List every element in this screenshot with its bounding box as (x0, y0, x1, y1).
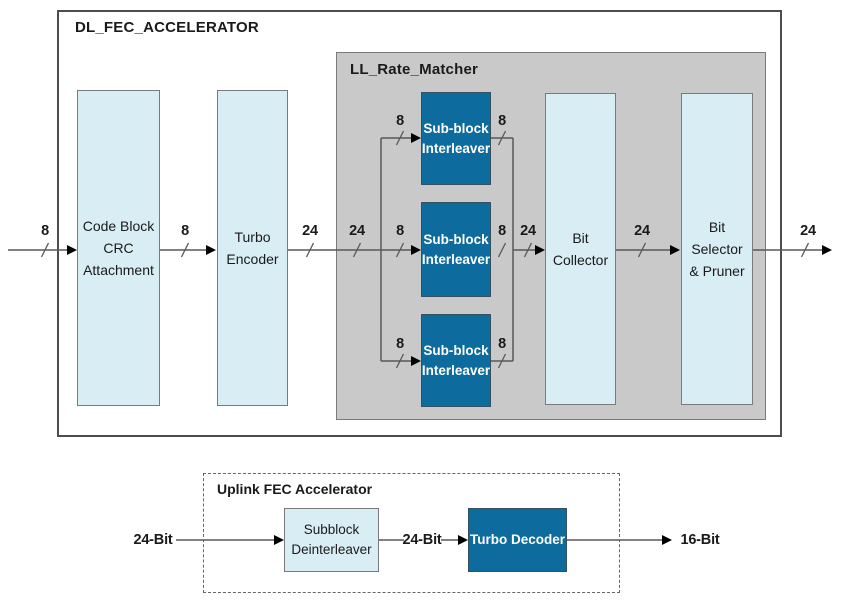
bus-width-label-top-branch-out: 8 (498, 112, 506, 129)
ll-rate-matcher-title: LL_Rate_Matcher (350, 61, 479, 78)
bus-width-label-collector-to-selector: 24 (634, 222, 650, 239)
bus-width-label-bottom-branch-out: 8 (498, 335, 506, 352)
arrowhead (662, 535, 672, 545)
dl-fec-accelerator-title: DL_FEC_ACCELERATOR (75, 19, 259, 36)
bus-width-label-mid-branch-out: 8 (498, 222, 506, 239)
bus-width-label-turbo-out: 24 (302, 222, 318, 239)
bus-width-label-crc-to-turbo: 8 (181, 222, 189, 239)
uplink-fec-accelerator-title: Uplink FEC Accelerator (217, 481, 373, 497)
block-turbo-encoder: Turbo Encoder (217, 90, 288, 406)
bus-width-slash (40, 242, 50, 258)
block-sub-block-interleaver-1: Sub-block Interleaver (421, 92, 491, 185)
bus-width-label-uplink-output: 16-Bit (680, 531, 720, 548)
bus-width-label-uplink-input: 24-Bit (133, 531, 173, 548)
bus-width-label-mid-branch-in: 8 (396, 222, 404, 239)
block-bit-collector: Bit Collector (545, 93, 616, 405)
block-sub-block-interleaver-2: Sub-block Interleaver (421, 202, 491, 297)
block-sub-block-interleaver-3: Sub-block Interleaver (421, 314, 491, 407)
block-subblock-deinterleaver: Subblock Deinterleaver (284, 508, 379, 572)
block-bit-selector-pruner: Bit Selector & Pruner (681, 93, 753, 405)
bus-width-label-output: 24 (800, 222, 816, 239)
bus-width-label-bottom-branch-in: 8 (396, 335, 404, 352)
bus-width-slash (800, 242, 810, 258)
arrowhead (822, 245, 832, 255)
bus-width-label-uplink-mid: 24-Bit (402, 531, 442, 548)
bus-width-label-top-branch-in: 8 (396, 112, 404, 129)
bus-width-label-merge-to-collector: 24 (520, 222, 536, 239)
block-code-block-crc-attachment: Code Block CRC Attachment (77, 90, 160, 406)
block-turbo-decoder: Turbo Decoder (468, 508, 567, 572)
bus-width-label-input: 8 (41, 222, 49, 239)
bus-width-label-rate-matcher-in: 24 (349, 222, 365, 239)
uplink-fec-accelerator-box (203, 473, 620, 593)
